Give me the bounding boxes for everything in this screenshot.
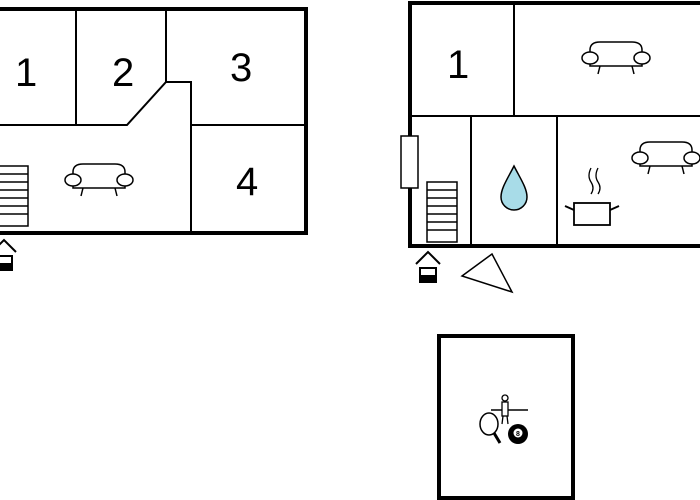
left-wall	[0, 81, 192, 233]
billiard-ball-number: 8	[516, 431, 520, 438]
room-label-1: 1	[15, 51, 37, 95]
sofa-icon	[631, 141, 700, 175]
room-label-4: 4	[236, 160, 258, 204]
kitchen-pot-icon	[564, 167, 620, 226]
entrance-icon	[0, 239, 17, 271]
right-floor-outer-wall	[408, 1, 700, 248]
bathroom-water-drop-icon	[500, 164, 528, 211]
left-floor: 1 2 3 4	[0, 7, 308, 271]
annex-room: 8	[437, 334, 575, 500]
entrance-icon	[415, 251, 441, 283]
table-tennis-icon	[479, 412, 502, 444]
billiard-ball-icon: 8	[508, 424, 528, 444]
annex-outer-wall	[437, 334, 575, 500]
table-football-icon	[491, 394, 528, 425]
room-label-1: 1	[447, 43, 469, 87]
sofa-icon	[64, 163, 134, 197]
stairs-icon	[426, 181, 458, 243]
door-icon	[400, 135, 419, 189]
north-arrow-icon	[460, 252, 514, 294]
sofa-icon	[581, 41, 651, 75]
stairs-icon	[0, 165, 29, 227]
room-label-2: 2	[112, 51, 134, 95]
left-floor-outer-wall	[0, 7, 308, 235]
room-label-3: 3	[230, 46, 252, 90]
right-floor: 1	[400, 1, 700, 294]
